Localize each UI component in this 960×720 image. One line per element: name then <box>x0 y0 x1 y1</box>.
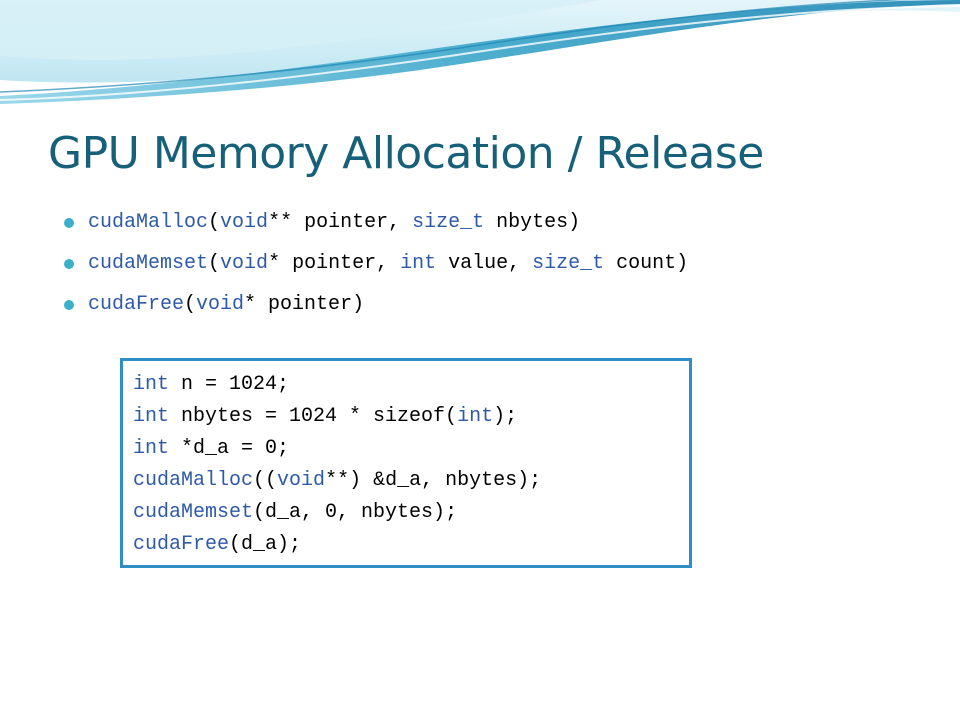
code-line: cudaMemset(d_a, 0, nbytes); <box>133 497 541 529</box>
bullet-item: cudaMemset(void* pointer, int value, siz… <box>64 247 688 288</box>
slide-title: GPU Memory Allocation / Release <box>48 128 764 179</box>
code-text: ** pointer, <box>268 211 413 234</box>
code-keyword: int <box>133 437 170 460</box>
code-keyword: cudaMemset <box>133 501 254 524</box>
code-keyword: cudaFree <box>88 293 185 316</box>
wave-highlight <box>0 5 960 101</box>
code-line: int *d_a = 0; <box>133 433 541 465</box>
header-wave-decoration <box>0 0 960 104</box>
code-keyword: void <box>220 211 269 234</box>
code-keyword: int <box>133 373 170 396</box>
code-text: (( <box>253 469 278 492</box>
wave-line <box>0 0 911 93</box>
code-text: (d_a); <box>229 533 302 556</box>
code-text: **) &d_a, nbytes); <box>325 469 542 492</box>
code-text: count) <box>604 252 689 275</box>
code-keyword: cudaMalloc <box>133 469 254 492</box>
code-line: int nbytes = 1024 * sizeof(int); <box>133 401 541 433</box>
code-text: ( <box>184 293 197 316</box>
code-text: ); <box>493 405 518 428</box>
bullet-dot-icon <box>64 300 74 310</box>
code-keyword: size_t <box>532 252 605 275</box>
wave-front <box>0 0 600 60</box>
code-keyword: int <box>457 405 494 428</box>
code-text: ( <box>208 252 221 275</box>
code-text: * pointer, <box>268 252 401 275</box>
code-keyword: void <box>277 469 326 492</box>
code-text: *d_a = 0; <box>169 437 290 460</box>
code-keyword: cudaMemset <box>88 252 209 275</box>
code-text: * pointer) <box>244 293 365 316</box>
code-example-box: int n = 1024;int nbytes = 1024 * sizeof(… <box>120 358 692 568</box>
code-text: nbytes) <box>484 211 581 234</box>
code-text: value, <box>436 252 533 275</box>
code-keyword: void <box>220 252 269 275</box>
bullet-list: cudaMalloc(void** pointer, size_t nbytes… <box>64 206 688 329</box>
code-text: n = 1024; <box>169 373 290 396</box>
code-keyword: cudaMalloc <box>88 211 209 234</box>
code-keyword: int <box>400 252 437 275</box>
code-line: cudaMalloc((void**) &d_a, nbytes); <box>133 465 541 497</box>
code-keyword: cudaFree <box>133 533 230 556</box>
code-text: ( <box>208 211 221 234</box>
bullet-item: cudaMalloc(void** pointer, size_t nbytes… <box>64 206 688 247</box>
code-line: int n = 1024; <box>133 369 541 401</box>
code-keyword: int <box>133 405 170 428</box>
bullet-dot-icon <box>64 259 74 269</box>
code-text: (d_a, 0, nbytes); <box>253 501 458 524</box>
bullet-item: cudaFree(void* pointer) <box>64 288 688 329</box>
code-keyword: void <box>196 293 245 316</box>
code-text: nbytes = 1024 * sizeof( <box>169 405 458 428</box>
code-lines: int n = 1024;int nbytes = 1024 * sizeof(… <box>133 369 541 561</box>
code-keyword: size_t <box>412 211 485 234</box>
code-line: cudaFree(d_a); <box>133 529 541 561</box>
bullet-dot-icon <box>64 218 74 228</box>
